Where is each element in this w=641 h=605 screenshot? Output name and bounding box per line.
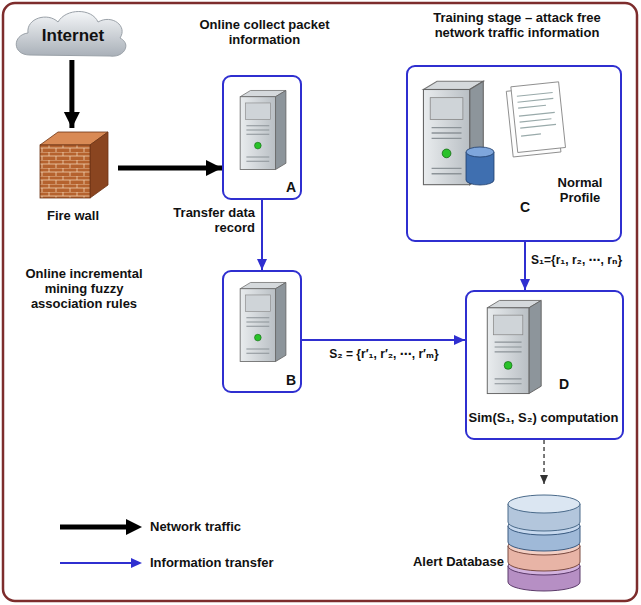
node-text: Online incremental mining fuzzy associat… [19,266,149,311]
server-box: D Sim(S₁, S₂) computation [465,290,624,440]
document-icon [506,82,566,157]
transfer-arrow [261,200,263,270]
node-text: Fire wall [28,208,118,223]
legend-samples [60,519,142,568]
node-text: Alert Database [410,554,504,569]
node-text: Training stage – attack free network tra… [422,10,612,40]
legend-text: Network traffic [150,519,241,534]
edge-label: S₂ = {r′₁, r′₂, ⋯, r′ₘ} [306,347,462,362]
box-letter: B [286,372,296,389]
node-text: Sim(S₁, S₂) computation [467,410,620,425]
legend-text: Information transfer [150,555,274,570]
dashed-arrow [543,440,544,484]
traffic-arrow [118,166,222,171]
node-text: Online collect packet information [197,17,332,47]
traffic-arrow [69,60,74,128]
alert-database-cylinder [508,495,580,591]
server-box: Online incremental mining fuzzy associat… [222,270,302,393]
server-box: Training stage – attack free network tra… [406,65,622,242]
small-database [466,147,494,185]
transfer-arrow [302,339,465,341]
firewall-node: Fire wall [28,128,118,228]
node-text: Internet [18,26,128,46]
edge-label: S₁={r₁, r₂, ⋯, rₙ} [531,253,635,268]
transfer-arrow [524,242,526,290]
box-letter: C [520,199,530,216]
box-letter: A [286,179,296,196]
box-letter: D [559,376,569,393]
database-node: Alert Database [410,484,585,596]
node-text: Normal Profile [542,175,618,205]
server-box: Online collect packet informationA [222,75,302,200]
firewall-icon [40,132,108,198]
edge-label: Transfer data record [150,205,255,235]
cloud-node: Internet [18,12,128,60]
